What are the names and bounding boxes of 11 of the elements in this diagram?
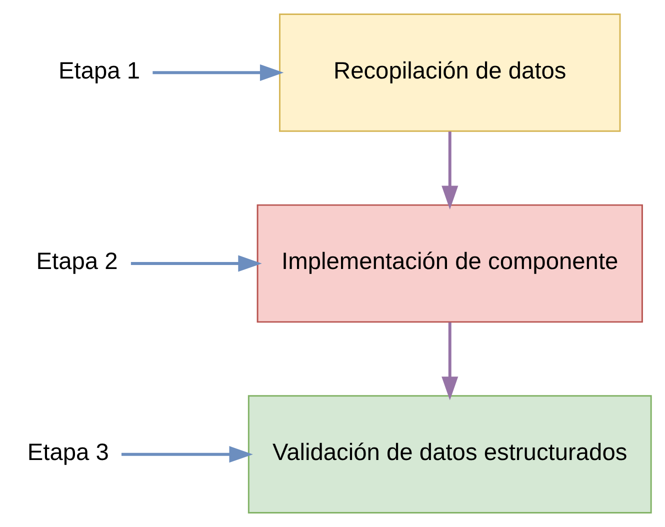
node-box: Validación de datos estructurados: [247, 395, 652, 514]
arrow: [441, 322, 458, 400]
node-text: Etapa 1: [58, 58, 140, 84]
arrow: [152, 64, 284, 81]
node-box: Recopilación de datos: [278, 13, 620, 132]
arrow: [130, 255, 262, 272]
node-text: Etapa 2: [36, 249, 118, 276]
arrow: [441, 132, 458, 210]
arrow: [120, 446, 252, 463]
node-text: Etapa 3: [26, 440, 108, 466]
node-box: Implementación de componente: [256, 204, 642, 323]
